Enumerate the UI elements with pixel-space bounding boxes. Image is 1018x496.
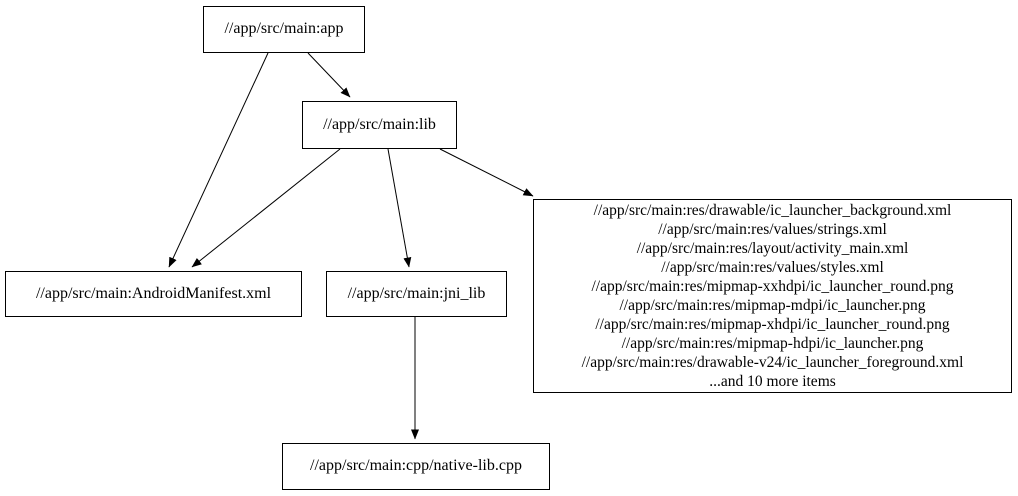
edge-lib-to-resources <box>439 148 534 197</box>
node-lib: //app/src/main:lib <box>302 101 457 149</box>
edge-app-to-lib <box>307 52 351 98</box>
resource-line: //app/src/main:res/drawable/ic_launcher_… <box>593 202 952 219</box>
node-resources-group: //app/src/main:res/drawable/ic_launcher_… <box>533 199 1012 393</box>
edge-lib-to-jni-lib <box>387 148 412 268</box>
resource-line: //app/src/main:res/layout/activity_main.… <box>636 240 909 257</box>
node-jni-lib: //app/src/main:jni_lib <box>326 271 507 317</box>
node-native-lib-label: //app/src/main:cpp/native-lib.cpp <box>310 457 522 475</box>
node-android-manifest-label: //app/src/main:AndroidManifest.xml <box>35 284 272 302</box>
edge-lib-to-android-manifest <box>191 148 341 268</box>
resource-line: //app/src/main:res/mipmap-mdpi/ic_launch… <box>619 297 926 314</box>
node-android-manifest: //app/src/main:AndroidManifest.xml <box>5 271 302 317</box>
resource-line: //app/src/main:res/mipmap-xhdpi/ic_launc… <box>595 316 950 333</box>
resource-line: //app/src/main:res/mipmap-xxhdpi/ic_laun… <box>591 278 954 295</box>
node-app-label: //app/src/main:app <box>224 20 344 38</box>
resource-line: //app/src/main:res/values/strings.xml <box>658 221 887 238</box>
resource-line: //app/src/main:res/values/styles.xml <box>661 259 884 276</box>
node-app: //app/src/main:app <box>203 6 365 53</box>
resource-line: //app/src/main:res/mipmap-hdpi/ic_launch… <box>621 335 924 352</box>
resource-line: //app/src/main:res/drawable-v24/ic_launc… <box>581 354 964 371</box>
node-jni-lib-label: //app/src/main:jni_lib <box>347 284 486 302</box>
node-lib-label: //app/src/main:lib <box>323 115 436 133</box>
node-native-lib: //app/src/main:cpp/native-lib.cpp <box>282 443 550 490</box>
resource-line-more-items: ...and 10 more items <box>709 373 836 390</box>
edge-app-to-android-manifest <box>168 52 269 268</box>
